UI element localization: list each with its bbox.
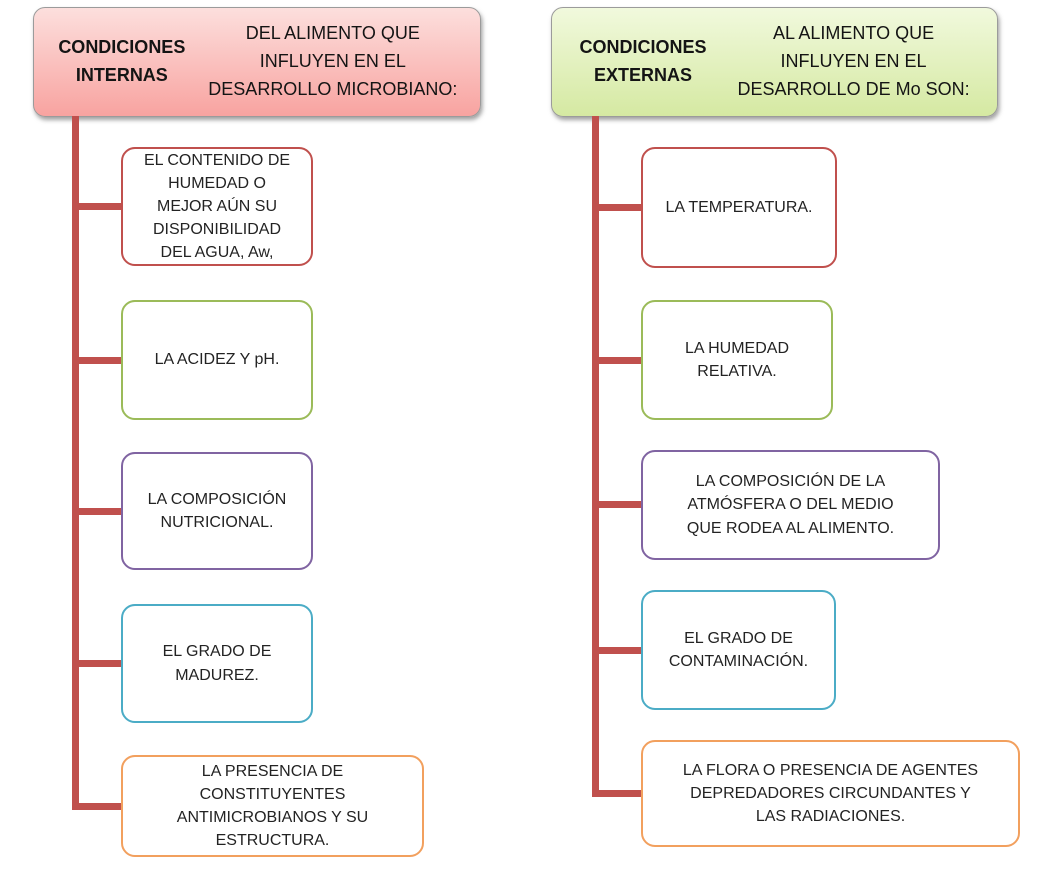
branch-connector [79,803,122,810]
factor-text: EL GRADO DE CONTAMINACIÓN. [668,629,809,670]
factor-box-water-activity: EL CONTENIDO DE HUMEDAD O MEJOR AÚN SU D… [121,147,313,266]
factor-box-contamination-degree: EL GRADO DE CONTAMINACIÓN. [641,590,836,710]
branch-connector [79,660,122,667]
header-bold-text: CONDICIONES EXTERNAS [579,37,707,85]
factor-text: EL GRADO DE MADUREZ. [162,643,272,684]
factor-text: LA ACIDEZ Y pH. [154,351,280,369]
branch-connector [79,203,122,210]
factor-text: LA FLORA O PRESENCIA DE AGENTES DEPREDAD… [682,761,979,826]
branch-connector [599,501,642,508]
factor-text: EL CONTENIDO DE HUMEDAD O MEJOR AÚN SU D… [143,151,291,262]
factor-box-relative-humidity: LA HUMEDAD RELATIVA. [641,300,833,420]
branch-connector [599,790,642,797]
trunk-connector-left [72,116,79,810]
factor-box-temperature: LA TEMPERATURA. [641,147,837,268]
branch-connector [599,357,642,364]
branch-connector [599,204,642,211]
external-conditions-header: CONDICIONES EXTERNAS AL ALIMENTO QUE INF… [551,7,998,117]
factor-box-flora-radiations: LA FLORA O PRESENCIA DE AGENTES DEPREDAD… [641,740,1020,847]
header-rest-text: AL ALIMENTO QUE INFLUYEN EN EL DESARROLL… [737,23,970,99]
branch-connector [599,647,642,654]
factor-box-atmosphere-composition: LA COMPOSICIÓN DE LA ATMÓSFERA O DEL MED… [641,450,940,560]
factor-box-nutritional-composition: LA COMPOSICIÓN NUTRICIONAL. [121,452,313,570]
internal-conditions-header: CONDICIONES INTERNAS DEL ALIMENTO QUE IN… [33,7,481,117]
factor-text: LA PRESENCIA DE CONSTITUYENTES ANTIMICRO… [176,762,369,850]
header-bold-text: CONDICIONES INTERNAS [58,37,186,85]
factor-text: LA COMPOSICIÓN DE LA ATMÓSFERA O DEL MED… [686,473,895,537]
branch-connector [79,357,122,364]
header-rest-text: DEL ALIMENTO QUE INFLUYEN EN EL DESARROL… [208,23,458,99]
factor-box-antimicrobial-constituents: LA PRESENCIA DE CONSTITUYENTES ANTIMICRO… [121,755,424,857]
factor-text: LA COMPOSICIÓN NUTRICIONAL. [147,490,287,531]
factor-text: LA HUMEDAD RELATIVA. [684,339,790,380]
factor-box-acidity-ph: LA ACIDEZ Y pH. [121,300,313,420]
branch-connector [79,508,122,515]
factor-box-maturity-degree: EL GRADO DE MADUREZ. [121,604,313,723]
factor-text: LA TEMPERATURA. [665,198,813,216]
trunk-connector-right [592,116,599,797]
